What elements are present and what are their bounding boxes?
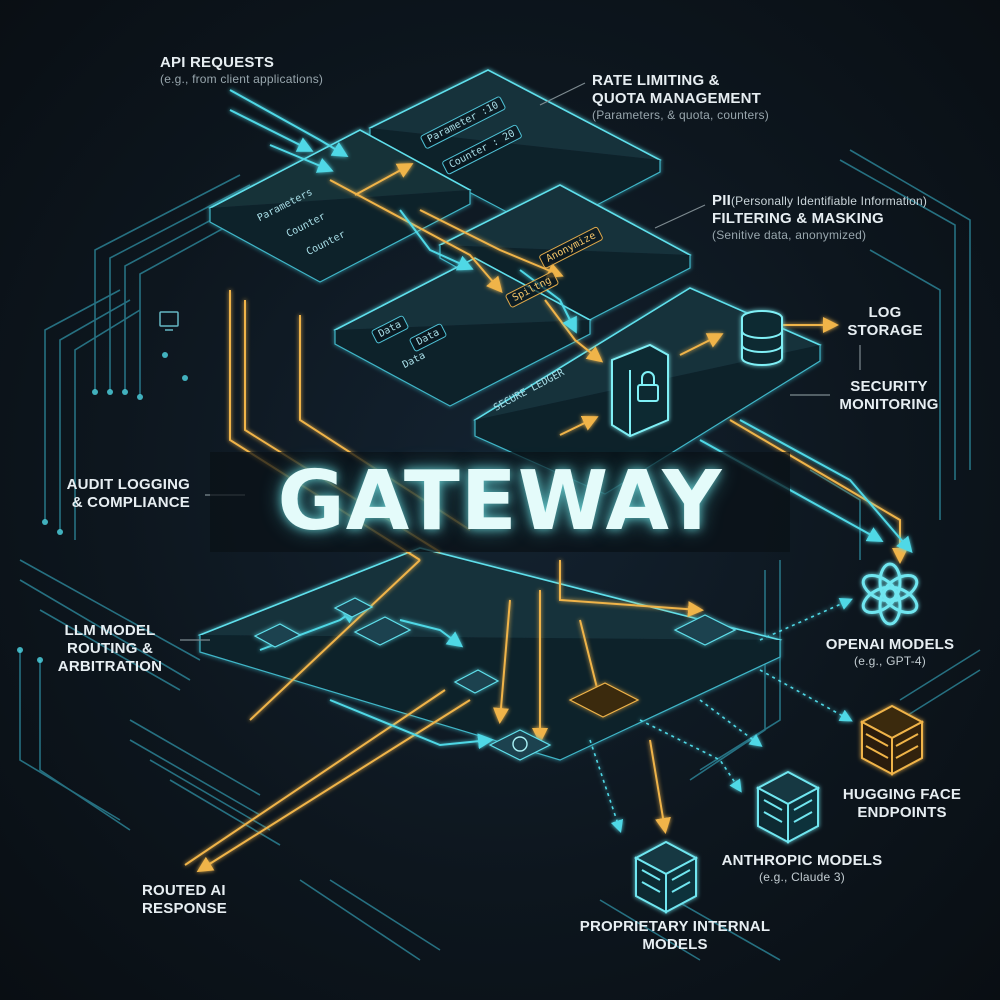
circuit-traces-left bbox=[19, 174, 281, 846]
llm-routing-label: LLM MODEL ROUTING & ARBITRATION bbox=[55, 622, 165, 676]
llm-routing-line1: LLM MODEL bbox=[64, 622, 156, 639]
proprietary-cube-icon bbox=[633, 840, 699, 914]
openai-logo-icon bbox=[861, 562, 919, 626]
hugging-face-line1: HUGGING FACE bbox=[842, 786, 962, 803]
log-storage-label: LOG STORAGE bbox=[840, 304, 930, 340]
routing-panel bbox=[197, 547, 783, 761]
log-storage-line2: STORAGE bbox=[847, 322, 923, 339]
circuit-traces-right bbox=[299, 149, 981, 961]
anthropic-sub: (e.g., Claude 3) bbox=[759, 870, 845, 884]
hugging-face-line2: ENDPOINTS bbox=[857, 804, 947, 821]
circuit-dots bbox=[17, 352, 188, 663]
pii-sub: (Senitive data, anonymized) bbox=[712, 228, 867, 242]
routed-response-line2: RESPONSE bbox=[142, 900, 227, 917]
hugging-face-label: HUGGING FACE ENDPOINTS bbox=[832, 786, 972, 822]
llm-routing-line2: ROUTING & bbox=[67, 640, 153, 657]
audit-logging-label: AUDIT LOGGING & COMPLIANCE bbox=[40, 476, 190, 512]
api-requests-sub: (e.g., from client applications) bbox=[160, 72, 324, 86]
log-storage-line1: LOG bbox=[868, 304, 902, 321]
pii-label: PII(Personally Identifiable Information)… bbox=[712, 192, 927, 243]
openai-sub: (e.g., GPT-4) bbox=[854, 654, 926, 668]
cyan-flow-lines bbox=[229, 89, 913, 750]
audit-logging-line2: & COMPLIANCE bbox=[71, 494, 190, 511]
audit-logging-line1: AUDIT LOGGING bbox=[66, 476, 190, 493]
database-icon bbox=[741, 310, 783, 366]
rate-limiting-title-2: QUOTA MANAGEMENT bbox=[592, 90, 762, 107]
routed-response-label: ROUTED AI RESPONSE bbox=[142, 882, 227, 918]
anthropic-cube-icon bbox=[755, 770, 821, 844]
pii-prefix-note: (Personally Identifiable Information) bbox=[730, 194, 928, 208]
lock-book-icon bbox=[611, 343, 669, 438]
llm-routing-line3: ARBITRATION bbox=[57, 658, 163, 675]
routing-components bbox=[253, 597, 737, 761]
proprietary-line2: MODELS bbox=[642, 936, 708, 953]
title-backdrop bbox=[210, 452, 790, 552]
anthropic-label: ANTHROPIC MODELS (e.g., Claude 3) bbox=[712, 852, 892, 885]
rate-limiting-label: RATE LIMITING & QUOTA MANAGEMENT (Parame… bbox=[592, 72, 769, 123]
security-monitoring-line1: SECURITY bbox=[850, 378, 928, 395]
api-requests-title: API REQUESTS bbox=[160, 54, 275, 71]
pii-prefix: PII bbox=[712, 192, 731, 209]
model-dotted-lines bbox=[589, 598, 853, 834]
openai-title: OPENAI MODELS bbox=[825, 636, 955, 653]
security-monitoring-line2: MONITORING bbox=[839, 396, 939, 413]
rate-limiting-sub: (Parameters, & quota, counters) bbox=[592, 108, 769, 122]
hugging-face-cube-icon bbox=[859, 704, 925, 776]
anthropic-title: ANTHROPIC MODELS bbox=[721, 852, 883, 869]
proprietary-label: PROPRIETARY INTERNAL MODELS bbox=[575, 918, 775, 954]
monitor-icon bbox=[159, 311, 179, 331]
diagram-title: GATEWAY bbox=[277, 454, 723, 549]
routed-response-line1: ROUTED AI bbox=[142, 882, 226, 899]
proprietary-line1: PROPRIETARY INTERNAL bbox=[579, 918, 771, 935]
security-monitoring-label: SECURITY MONITORING bbox=[828, 378, 950, 414]
pii-title: FILTERING & MASKING bbox=[712, 210, 884, 227]
rate-limiting-title-1: RATE LIMITING & bbox=[592, 72, 720, 89]
api-requests-label: API REQUESTS (e.g., from client applicat… bbox=[160, 54, 323, 87]
openai-label: OPENAI MODELS (e.g., GPT-4) bbox=[820, 636, 960, 669]
